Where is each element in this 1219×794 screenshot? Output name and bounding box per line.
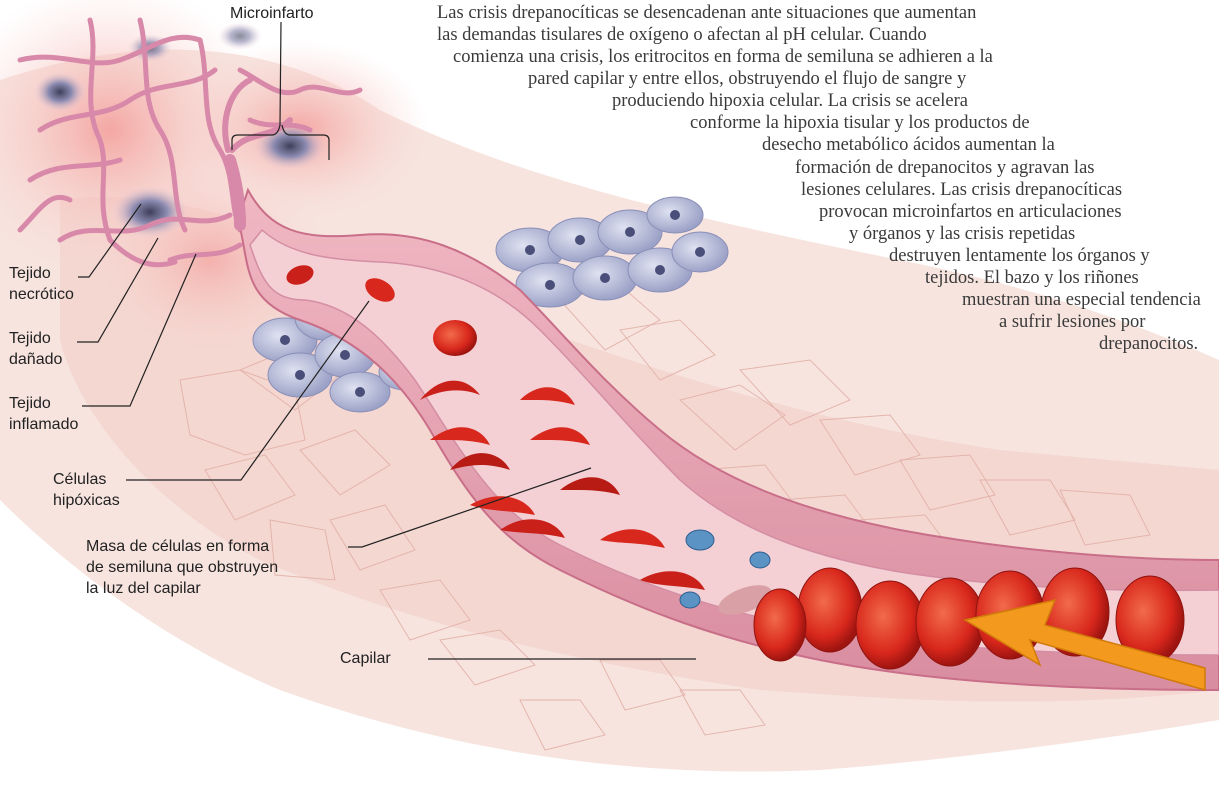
- paragraph-line: tejidos. El bazo y los riñones: [925, 267, 1139, 289]
- paragraph-line: muestran una especial tendencia: [962, 289, 1201, 311]
- label-tejido-danado-line2: dañado: [9, 349, 62, 370]
- label-celulas-hipoxicas-line1: Células: [53, 469, 120, 490]
- paragraph-line: y órganos y las crisis repetidas: [849, 223, 1075, 245]
- label-tejido-necrotico-line2: necrótico: [9, 284, 74, 305]
- label-celulas-hipoxicas: Células hipóxicas: [53, 469, 120, 511]
- label-tejido-inflamado-line2: inflamado: [9, 414, 78, 435]
- paragraph-line: provocan microinfartos en articulaciones: [819, 201, 1122, 223]
- label-masa-celulas-line3: la luz del capilar: [86, 578, 278, 599]
- paragraph-line: conforme la hipoxia tisular y los produc…: [690, 112, 1030, 134]
- paragraph-line: pared capilar y entre ellos, obstruyendo…: [528, 68, 966, 90]
- label-tejido-inflamado-line1: Tejido: [9, 393, 78, 414]
- label-microinfarto: Microinfarto: [230, 3, 314, 24]
- label-tejido-inflamado: Tejido inflamado: [9, 393, 78, 435]
- label-tejido-danado: Tejido dañado: [9, 328, 62, 370]
- paragraph-line: comienza una crisis, los eritrocitos en …: [453, 46, 993, 68]
- paragraph-line: las demandas tisulares de oxígeno o afec…: [437, 24, 927, 46]
- label-masa-celulas-line2: de semiluna que obstruyen: [86, 557, 278, 578]
- label-tejido-danado-line1: Tejido: [9, 328, 62, 349]
- label-capilar: Capilar: [340, 648, 391, 669]
- paragraph-line: formación de drepanocitos y agravan las: [795, 157, 1094, 179]
- label-masa-celulas-line1: Masa de células en forma: [86, 536, 278, 557]
- paragraph-line: drepanocitos.: [1099, 333, 1198, 355]
- paragraph-line: destruyen lentamente los órganos y: [889, 245, 1150, 267]
- paragraph-line: Las crisis drepanocíticas se desencadena…: [437, 2, 976, 24]
- label-celulas-hipoxicas-line2: hipóxicas: [53, 490, 120, 511]
- paragraph-line: a sufrir lesiones por: [999, 311, 1145, 333]
- label-tejido-necrotico: Tejido necrótico: [9, 263, 74, 305]
- label-masa-celulas: Masa de células en forma de semiluna que…: [86, 536, 278, 599]
- label-tejido-necrotico-line1: Tejido: [9, 263, 74, 284]
- paragraph-line: produciendo hipoxia celular. La crisis s…: [612, 90, 968, 112]
- paragraph-line: lesiones celulares. Las crisis drepanocí…: [801, 179, 1122, 201]
- paragraph-line: desecho metabólico ácidos aumentan la: [762, 134, 1055, 156]
